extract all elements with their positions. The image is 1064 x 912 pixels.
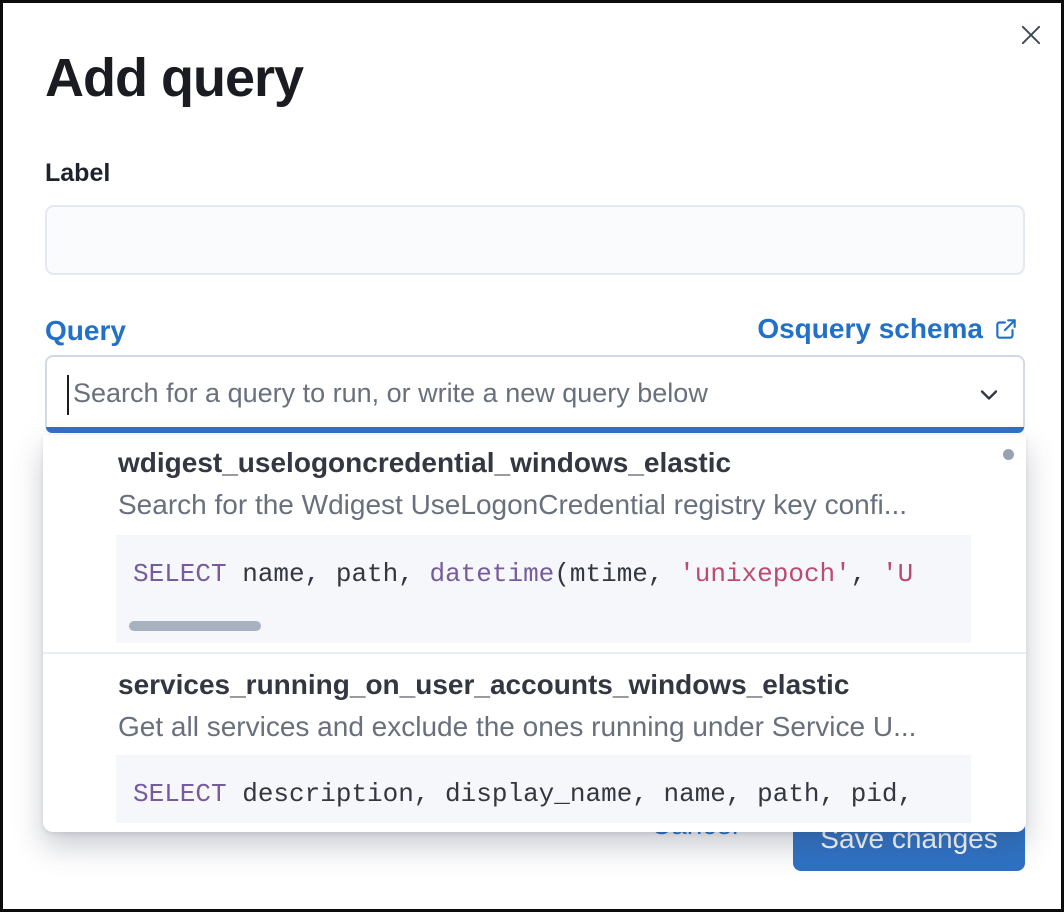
sql-token: ,: [850, 559, 882, 589]
chevron-down-icon[interactable]: [975, 381, 1003, 409]
option-description: Get all services and exclude the ones ru…: [118, 711, 917, 742]
query-combobox[interactable]: [45, 355, 1025, 433]
label-field-label: Label: [45, 159, 111, 187]
query-option-services-running[interactable]: services_running_on_user_accounts_window…: [43, 654, 1026, 832]
horizontal-scrollbar-thumb[interactable]: [129, 621, 261, 631]
sql-token: datetime: [429, 559, 555, 589]
sql-token: description, display_name, name, path, p…: [226, 779, 914, 809]
query-option-wdigest[interactable]: wdigest_uselogoncredential_windows_elast…: [43, 435, 1026, 652]
sql-token: 'unixepoch': [679, 559, 851, 589]
sql-code-line: SELECT name, path, datetime(mtime, 'unix…: [133, 559, 913, 589]
option-code-block: SELECT name, path, datetime(mtime, 'unix…: [116, 535, 971, 643]
focus-underline: [46, 427, 1024, 433]
option-divider: [43, 652, 1026, 654]
osquery-schema-link-label: Osquery schema: [757, 313, 983, 344]
sql-token: SELECT: [133, 559, 227, 589]
vertical-scrollbar-thumb[interactable]: [1003, 449, 1014, 460]
sql-token: SELECT: [133, 779, 227, 809]
option-code-block: SELECT description, display_name, name, …: [116, 755, 971, 823]
option-title: services_running_on_user_accounts_window…: [118, 669, 850, 700]
option-title: wdigest_uselogoncredential_windows_elast…: [118, 447, 732, 478]
query-search-input[interactable]: [71, 357, 951, 429]
external-link-icon: [993, 316, 1019, 342]
osquery-schema-link[interactable]: Osquery schema: [757, 313, 1019, 345]
query-field-label: Query: [45, 315, 126, 346]
text-cursor: [67, 375, 69, 415]
page-title: Add query: [45, 48, 304, 108]
sql-token: name, path,: [226, 559, 430, 589]
option-description: Search for the Wdigest UseLogonCredentia…: [118, 489, 908, 520]
sql-token: 'U: [881, 559, 914, 589]
close-icon: [1017, 21, 1045, 49]
sql-code-line: SELECT description, display_name, name, …: [133, 779, 913, 809]
sql-token: (mtime,: [554, 559, 680, 589]
close-button[interactable]: [1011, 15, 1051, 55]
query-options-dropdown: wdigest_uselogoncredential_windows_elast…: [43, 435, 1026, 832]
label-input[interactable]: [45, 205, 1025, 275]
